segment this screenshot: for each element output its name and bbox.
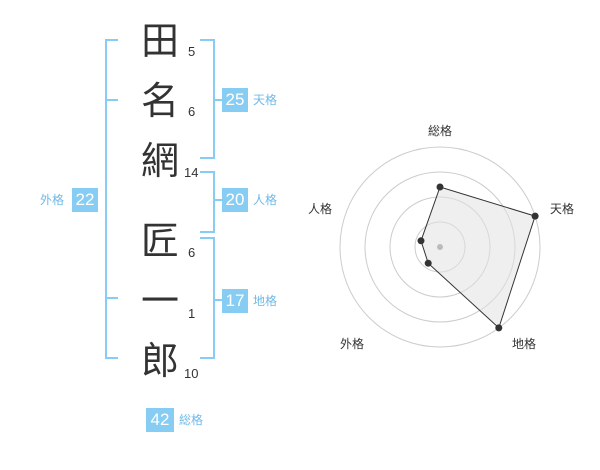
gaikaku-badge: 22 (72, 188, 98, 212)
name-char-2: 名 (140, 79, 179, 123)
radar-point-2 (531, 212, 539, 220)
tenkaku-label: 天格 (253, 93, 278, 107)
name-char-5: 一 (140, 279, 179, 323)
soukaku-label: 総格 (179, 413, 204, 427)
radar-point-1 (436, 183, 444, 191)
tenkaku-badge: 25 (222, 88, 248, 112)
radar-point-5 (417, 237, 425, 245)
chikaku-label: 地格 (253, 294, 278, 308)
radar-point-3 (495, 324, 503, 332)
stroke-count-3: 14 (184, 165, 199, 180)
gaikaku-bracket (105, 39, 118, 359)
name-char-1: 田 (140, 19, 179, 63)
jinkaku-bracket (200, 171, 215, 233)
jinkaku-label: 人格 (253, 193, 278, 207)
radar-polygon (420, 186, 536, 329)
chikaku-bracket (200, 237, 215, 359)
radar-label-jinkaku: 人格 (308, 202, 333, 216)
radar-point-4 (424, 259, 432, 267)
stroke-count-2: 6 (188, 104, 196, 119)
radar-label-chikaku: 地格 (512, 337, 537, 351)
name-char-6: 郎 (140, 339, 179, 383)
name-char-3: 網 (140, 139, 179, 183)
gaikaku-label: 外格 (40, 193, 65, 207)
chikaku-badge: 17 (222, 289, 248, 313)
radar-label-gaikaku: 外格 (340, 337, 365, 351)
radar-label-tenkaku: 天格 (550, 202, 575, 216)
radar-label-soukaku: 総格 (428, 124, 453, 138)
radar-center (437, 244, 443, 250)
stroke-count-6: 10 (184, 366, 199, 381)
soukaku-badge: 42 (146, 408, 174, 432)
radar-ring (339, 146, 541, 348)
stroke-count-5: 1 (188, 306, 196, 321)
stroke-count-1: 5 (188, 44, 196, 59)
jinkaku-badge: 20 (222, 188, 248, 212)
name-char-4: 匠 (140, 219, 179, 263)
stroke-count-4: 6 (188, 245, 196, 260)
